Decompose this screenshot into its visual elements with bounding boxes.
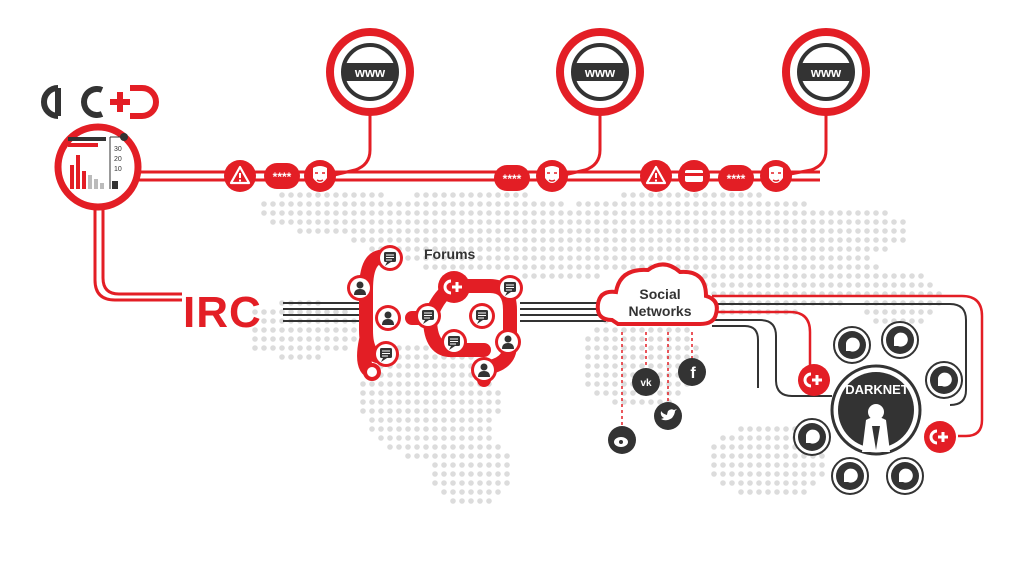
password-pill: **** bbox=[718, 165, 754, 191]
svg-text:****: **** bbox=[503, 172, 522, 186]
darknet-cluster bbox=[793, 321, 963, 495]
chart-tick: 10 bbox=[114, 166, 122, 173]
chat-bubble-icon bbox=[496, 274, 524, 302]
chat-bubble-icon bbox=[414, 302, 442, 330]
acd-mini-icon bbox=[922, 419, 958, 455]
warning-icon bbox=[638, 158, 674, 194]
darknet-label: DARKNET bbox=[845, 382, 909, 397]
www-node: www bbox=[786, 32, 866, 112]
chat-bubble-icon bbox=[440, 328, 468, 356]
user-icon bbox=[471, 357, 497, 383]
acd-mini-icon bbox=[436, 269, 472, 305]
anonymous-mask-icon bbox=[535, 159, 569, 193]
darknet-peer-icon bbox=[925, 361, 963, 399]
darknet-peer-icon bbox=[833, 326, 871, 364]
svg-text:www: www bbox=[810, 65, 842, 80]
irc-label: IRC bbox=[183, 288, 262, 337]
twitter-icon bbox=[654, 402, 682, 430]
acd-mini-icon bbox=[796, 362, 832, 398]
darknet-peer-icon bbox=[886, 457, 924, 495]
anonymous-mask-icon bbox=[759, 159, 793, 193]
analytics-chart-badge: 30 20 10 bbox=[54, 123, 142, 211]
warning-icon bbox=[222, 158, 258, 194]
credit-card-icon bbox=[678, 160, 710, 192]
social-networks-cloud bbox=[595, 262, 719, 326]
user-icon bbox=[495, 329, 521, 355]
darknet-peer-icon bbox=[881, 321, 919, 359]
darknet-peer-icon bbox=[793, 418, 831, 456]
user-icon bbox=[375, 305, 401, 331]
chat-bubble-icon bbox=[376, 244, 404, 272]
acd-logo bbox=[41, 85, 159, 119]
chart-tick: 20 bbox=[114, 156, 122, 163]
svg-text:****: **** bbox=[273, 170, 292, 184]
weibo-icon bbox=[608, 426, 636, 454]
chat-bubble-icon bbox=[372, 340, 400, 368]
vk-icon: vk bbox=[632, 368, 660, 396]
svg-text:vk: vk bbox=[640, 378, 652, 389]
anonymous-mask-icon bbox=[303, 159, 337, 193]
user-icon bbox=[347, 275, 373, 301]
svg-text:****: **** bbox=[727, 172, 746, 186]
www-node: www bbox=[560, 32, 640, 112]
svg-text:www: www bbox=[354, 65, 386, 80]
password-pill: **** bbox=[494, 165, 530, 191]
svg-text:f: f bbox=[690, 365, 696, 382]
darknet-peer-icon bbox=[831, 457, 869, 495]
forums-label: Forums bbox=[424, 246, 476, 262]
svg-text:www: www bbox=[584, 65, 616, 80]
www-node: www bbox=[330, 32, 410, 112]
social-networks-label: Social Networks bbox=[628, 286, 692, 319]
forums-cluster bbox=[347, 244, 524, 387]
password-pill: **** bbox=[264, 163, 300, 189]
facebook-icon: f bbox=[678, 358, 706, 386]
chat-bubble-icon bbox=[468, 302, 496, 330]
chart-tick: 30 bbox=[114, 146, 122, 153]
